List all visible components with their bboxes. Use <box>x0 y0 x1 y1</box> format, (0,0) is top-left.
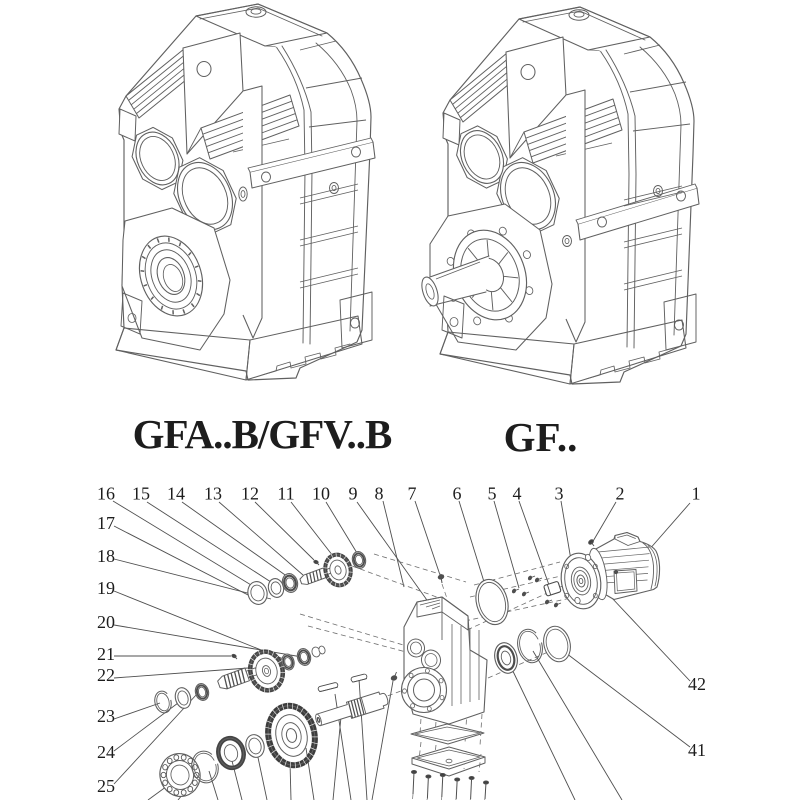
svg-text:13: 13 <box>204 484 222 504</box>
svg-text:2: 2 <box>616 484 625 504</box>
svg-text:10: 10 <box>312 484 330 504</box>
svg-text:5: 5 <box>488 484 497 504</box>
svg-text:11: 11 <box>277 484 294 504</box>
svg-text:21: 21 <box>97 644 115 664</box>
svg-text:17: 17 <box>97 513 115 533</box>
svg-text:4: 4 <box>513 484 522 504</box>
svg-text:3: 3 <box>555 484 564 504</box>
svg-text:14: 14 <box>167 484 185 504</box>
svg-text:16: 16 <box>97 484 115 504</box>
svg-text:18: 18 <box>97 546 115 566</box>
svg-text:25: 25 <box>97 776 115 796</box>
svg-text:20: 20 <box>97 612 115 632</box>
svg-text:8: 8 <box>375 484 384 504</box>
svg-text:19: 19 <box>97 578 115 598</box>
svg-text:24: 24 <box>97 742 115 762</box>
svg-text:12: 12 <box>241 484 259 504</box>
svg-text:22: 22 <box>97 665 115 685</box>
svg-text:41: 41 <box>688 740 706 760</box>
svg-text:15: 15 <box>132 484 150 504</box>
svg-text:42: 42 <box>688 674 706 694</box>
svg-text:6: 6 <box>453 484 462 504</box>
svg-text:9: 9 <box>349 484 358 504</box>
svg-text:1: 1 <box>692 484 701 504</box>
svg-text:GF..: GF.. <box>504 414 578 460</box>
svg-text:23: 23 <box>97 706 115 726</box>
svg-text:7: 7 <box>408 484 417 504</box>
svg-text:GFA..B/GFV..B: GFA..B/GFV..B <box>133 411 392 457</box>
